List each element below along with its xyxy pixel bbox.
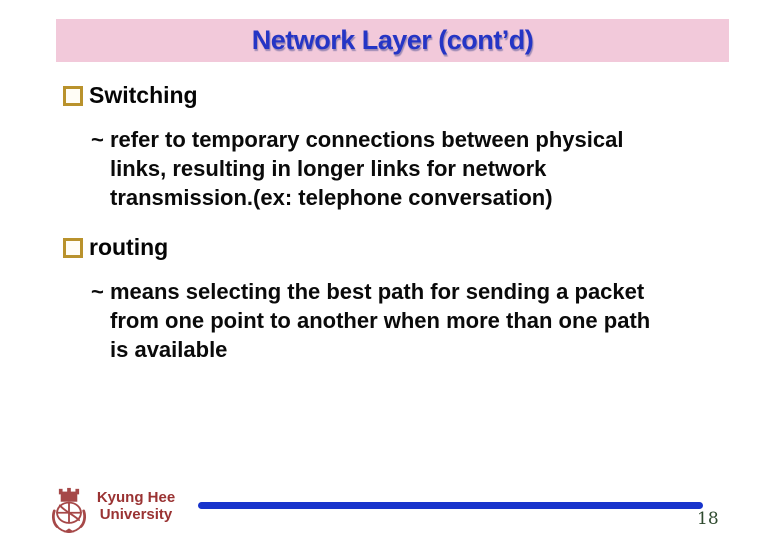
body-text-line: ~ refer to temporary connections between… — [91, 127, 624, 152]
footer-divider-line — [198, 502, 703, 509]
university-name: Kyung Hee University — [88, 489, 184, 523]
switching-paragraph: ~ refer to temporary connections between… — [91, 125, 623, 212]
slide-title: Network Layer (cont’d) — [251, 25, 534, 55]
slide-title-bar: Network Layer (cont’d) — [56, 19, 729, 62]
routing-paragraph: ~ means selecting the best path for send… — [91, 277, 650, 364]
bullet-heading-switching: Switching — [89, 82, 198, 108]
bullet-row-switching: Switching — [63, 82, 198, 109]
body-text-line: links, resulting in longer links for net… — [110, 156, 547, 181]
body-text-line: from one point to another when more than… — [110, 308, 651, 333]
body-text-line: transmission.(ex: telephone conversation… — [110, 185, 553, 210]
university-crest-icon — [51, 487, 87, 534]
page-number: 18 — [697, 509, 719, 529]
bullet-heading-routing: routing — [89, 234, 169, 260]
bullet-row-routing: routing — [63, 234, 168, 261]
body-text-line: ~ means selecting the best path for send… — [91, 279, 645, 304]
university-name-line1: Kyung Hee — [96, 489, 176, 506]
university-name-line2: University — [99, 506, 173, 523]
bullet-square-icon — [63, 237, 83, 258]
bullet-square-icon — [63, 85, 83, 106]
body-text-line: is available — [110, 337, 228, 362]
